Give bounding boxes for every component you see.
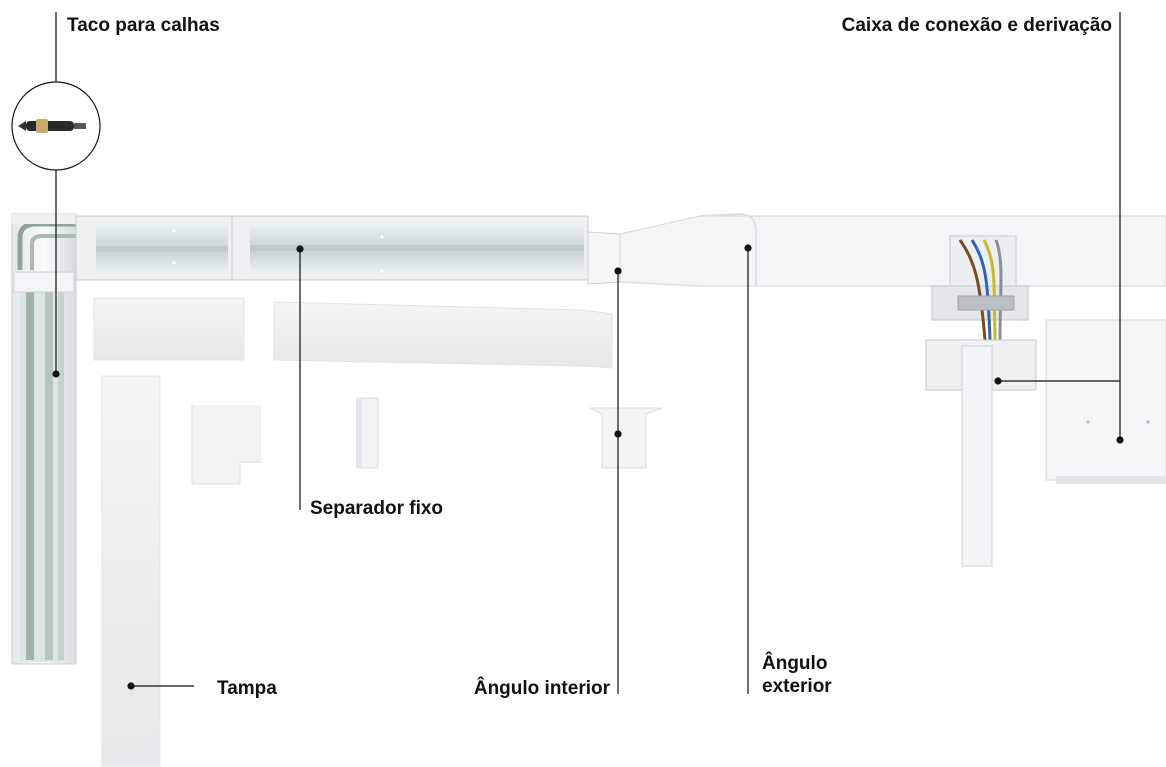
interior-angle-pointer-dot-2 <box>614 430 622 438</box>
label-angulo-exterior: Ângulo exterior <box>762 652 832 698</box>
label-caixa-de-conexao: Caixa de conexão e derivação <box>841 15 1112 36</box>
dowel-pointer-dot <box>52 370 60 378</box>
loose-components <box>93 297 663 767</box>
leader-lines <box>55 12 1121 694</box>
interior-angle-pointer-dot-1 <box>614 267 622 275</box>
exterior-angle-pointer-dot <box>744 244 752 252</box>
horizontal-trunking <box>75 215 589 281</box>
junction-box-pointer-dot-2 <box>1116 436 1124 444</box>
leader-dots <box>52 244 1124 690</box>
label-taco-para-calhas: Taco para calhas <box>67 15 220 36</box>
separator-pointer-dot <box>296 245 304 253</box>
junction-box-assembly <box>925 235 1166 567</box>
junction-box-pointer-dot-1 <box>994 377 1002 385</box>
cover-pointer-dot <box>127 682 135 690</box>
label-angulo-exterior-line1: Ângulo <box>762 653 828 674</box>
vertical-trunking <box>11 213 77 665</box>
label-tampa: Tampa <box>217 678 277 699</box>
angle-trunking <box>587 212 1166 287</box>
label-separador-fixo: Separador fixo <box>310 498 444 519</box>
label-angulo-exterior-line2: exterior <box>762 676 832 697</box>
label-angulo-interior: Ângulo interior <box>473 678 610 699</box>
dowel-detail <box>11 81 101 171</box>
